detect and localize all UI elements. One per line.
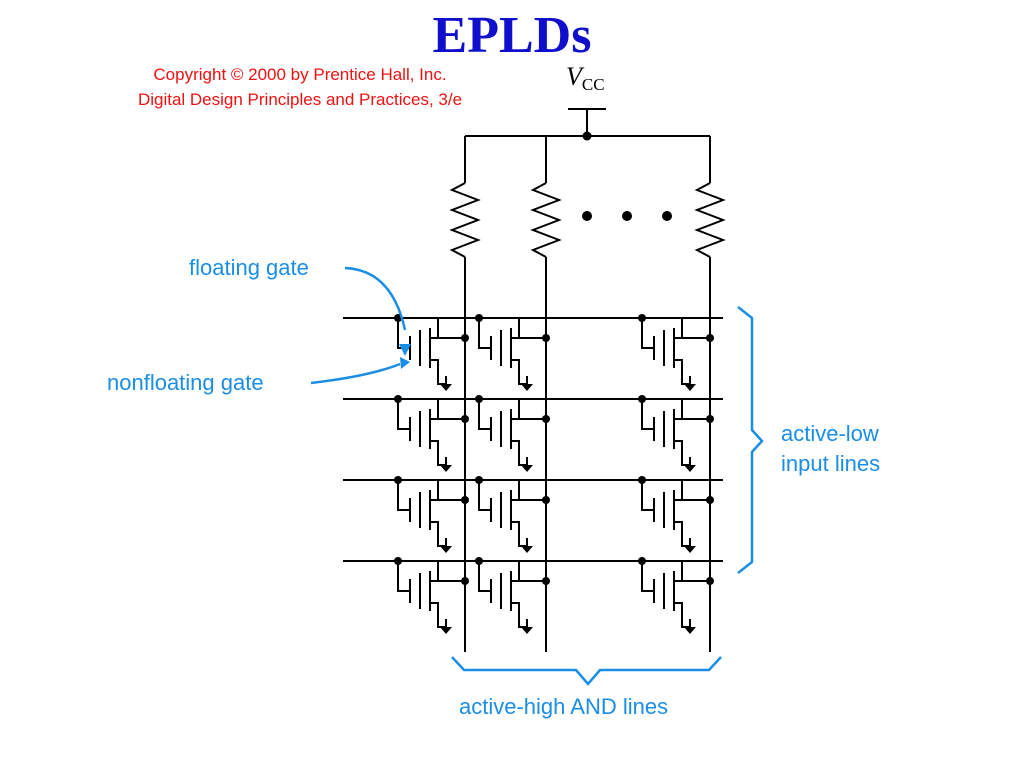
source-lead (511, 440, 527, 466)
drain-lead (430, 480, 465, 501)
nonfloating-gate-arrow (310, 362, 401, 385)
gate-lead (641, 561, 654, 592)
active-low-line2: input lines (781, 451, 881, 476)
drain-lead (430, 318, 465, 339)
floating-gate-transistor (394, 476, 469, 553)
copyright-notice: Copyright © 2000 by Prentice Hall, Inc. … (100, 62, 500, 112)
ground-symbol (440, 546, 452, 553)
ellipsis-dots (582, 211, 672, 221)
drain-lead (511, 318, 546, 339)
source-lead (511, 359, 527, 385)
active-low-label: active-low input lines (781, 419, 880, 479)
drain-lead (511, 399, 546, 420)
pullup-resistor (530, 182, 562, 258)
source-lead (430, 602, 446, 628)
arrowhead (399, 344, 411, 356)
floating-gate-transistor (638, 557, 714, 634)
floating-gate-transistor (394, 395, 469, 472)
ground-symbol (521, 384, 533, 391)
gate-lead (397, 399, 410, 430)
active-low-brace (737, 306, 764, 574)
gate-lead (641, 480, 654, 511)
source-lead (674, 359, 690, 385)
drain-lead (511, 561, 546, 582)
ground-symbol (521, 546, 533, 553)
copyright-line: Copyright © 2000 by Prentice Hall, Inc. (153, 65, 447, 84)
floating-gate-transistor (475, 314, 550, 391)
drain-lead (674, 561, 710, 582)
vcc-subscript: CC (581, 75, 605, 94)
gate-lead (641, 399, 654, 430)
nonfloating-gate-label: nonfloating gate (107, 370, 264, 395)
drain-lead (511, 480, 546, 501)
floating-gate-transistor (475, 557, 550, 634)
active-low-line1: active-low (781, 421, 879, 446)
arrowhead (400, 357, 410, 369)
source-lead (430, 440, 446, 466)
drain-lead (430, 399, 465, 420)
junction-dot (582, 131, 592, 141)
floating-gate-transistor (638, 395, 714, 472)
vcc-label: VCC (566, 62, 605, 94)
source-lead (511, 602, 527, 628)
active-high-label: active-high AND lines (459, 694, 669, 719)
ground-symbol (440, 384, 452, 391)
gate-lead (478, 561, 491, 592)
source-lead (674, 440, 690, 466)
gate-lead (397, 561, 410, 592)
pullup-resistor (449, 182, 481, 258)
floating-gate-transistor (638, 476, 714, 553)
gate-lead (641, 318, 654, 349)
floating-gate-transistor (394, 557, 469, 634)
input-lines (343, 317, 723, 562)
ground-symbol (684, 465, 696, 472)
source-lead (674, 602, 690, 628)
transistor-array (394, 314, 714, 634)
source-lead (511, 521, 527, 547)
ground-symbol (521, 627, 533, 634)
ground-symbol (521, 465, 533, 472)
ground-symbol (684, 627, 696, 634)
annotations (310, 266, 764, 686)
ground-symbol (440, 627, 452, 634)
floating-gate-arrow (344, 266, 407, 331)
gate-lead (478, 480, 491, 511)
ground-symbol (684, 546, 696, 553)
gate-lead (397, 480, 410, 511)
gate-lead (478, 399, 491, 430)
floating-gate-transistor (475, 395, 550, 472)
source-lead (430, 359, 446, 385)
vcc-symbol: V (566, 62, 582, 91)
book-title-line: Digital Design Principles and Practices,… (137, 90, 463, 109)
drain-lead (674, 399, 710, 420)
page-title: EPLDs (432, 7, 592, 64)
source-lead (430, 521, 446, 547)
source-lead (674, 521, 690, 547)
floating-gate-transistor (638, 314, 714, 391)
drain-lead (674, 480, 710, 501)
ground-symbol (684, 384, 696, 391)
floating-gate-label: floating gate (189, 255, 309, 280)
ground-symbol (440, 465, 452, 472)
drain-lead (674, 318, 710, 339)
drain-lead (430, 561, 465, 582)
gate-lead (478, 318, 491, 349)
floating-gate-transistor (475, 476, 550, 553)
pullup-resistor (694, 182, 726, 258)
active-high-brace (451, 656, 722, 686)
